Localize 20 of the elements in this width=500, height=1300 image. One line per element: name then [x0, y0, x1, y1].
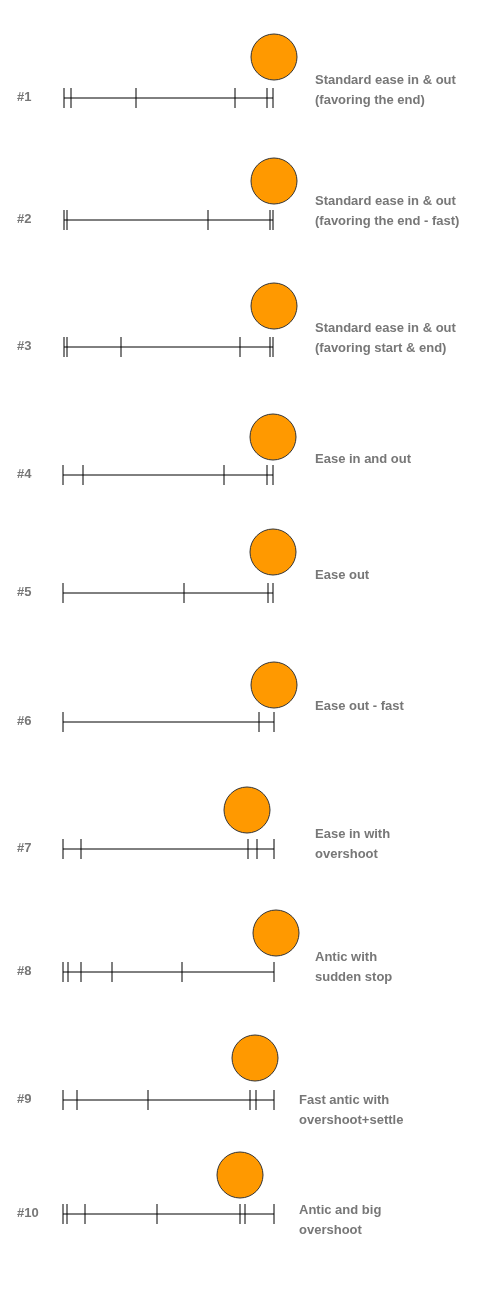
row-number: #5 [17, 583, 32, 601]
row-number: #9 [17, 1090, 32, 1108]
easing-description: Ease out [315, 566, 371, 584]
easing-description: Ease out - fast [315, 697, 405, 715]
easing-description: Fast antic with overshoot+settle [299, 1091, 405, 1129]
easing-description: Antic with sudden stop [315, 948, 394, 986]
row-number: #1 [17, 88, 32, 106]
easing-description: Ease in and out [315, 450, 413, 468]
row-number: #8 [17, 962, 32, 980]
row-number: #2 [17, 210, 32, 228]
row-number: #6 [17, 712, 32, 730]
easing-description: Standard ease in & out (favoring the end) [315, 71, 457, 109]
row-number: #3 [17, 337, 32, 355]
easing-description: Ease in with overshoot [315, 825, 392, 863]
row-number: #10 [17, 1204, 39, 1222]
easing-description: Standard ease in & out (favoring start & end) [315, 319, 457, 357]
easing-description: Antic and big overshoot [299, 1201, 383, 1239]
row-number: #7 [17, 839, 32, 857]
row-number: #4 [17, 465, 32, 483]
easing-description: Standard ease in & out (favoring the end - fast) [315, 192, 461, 230]
